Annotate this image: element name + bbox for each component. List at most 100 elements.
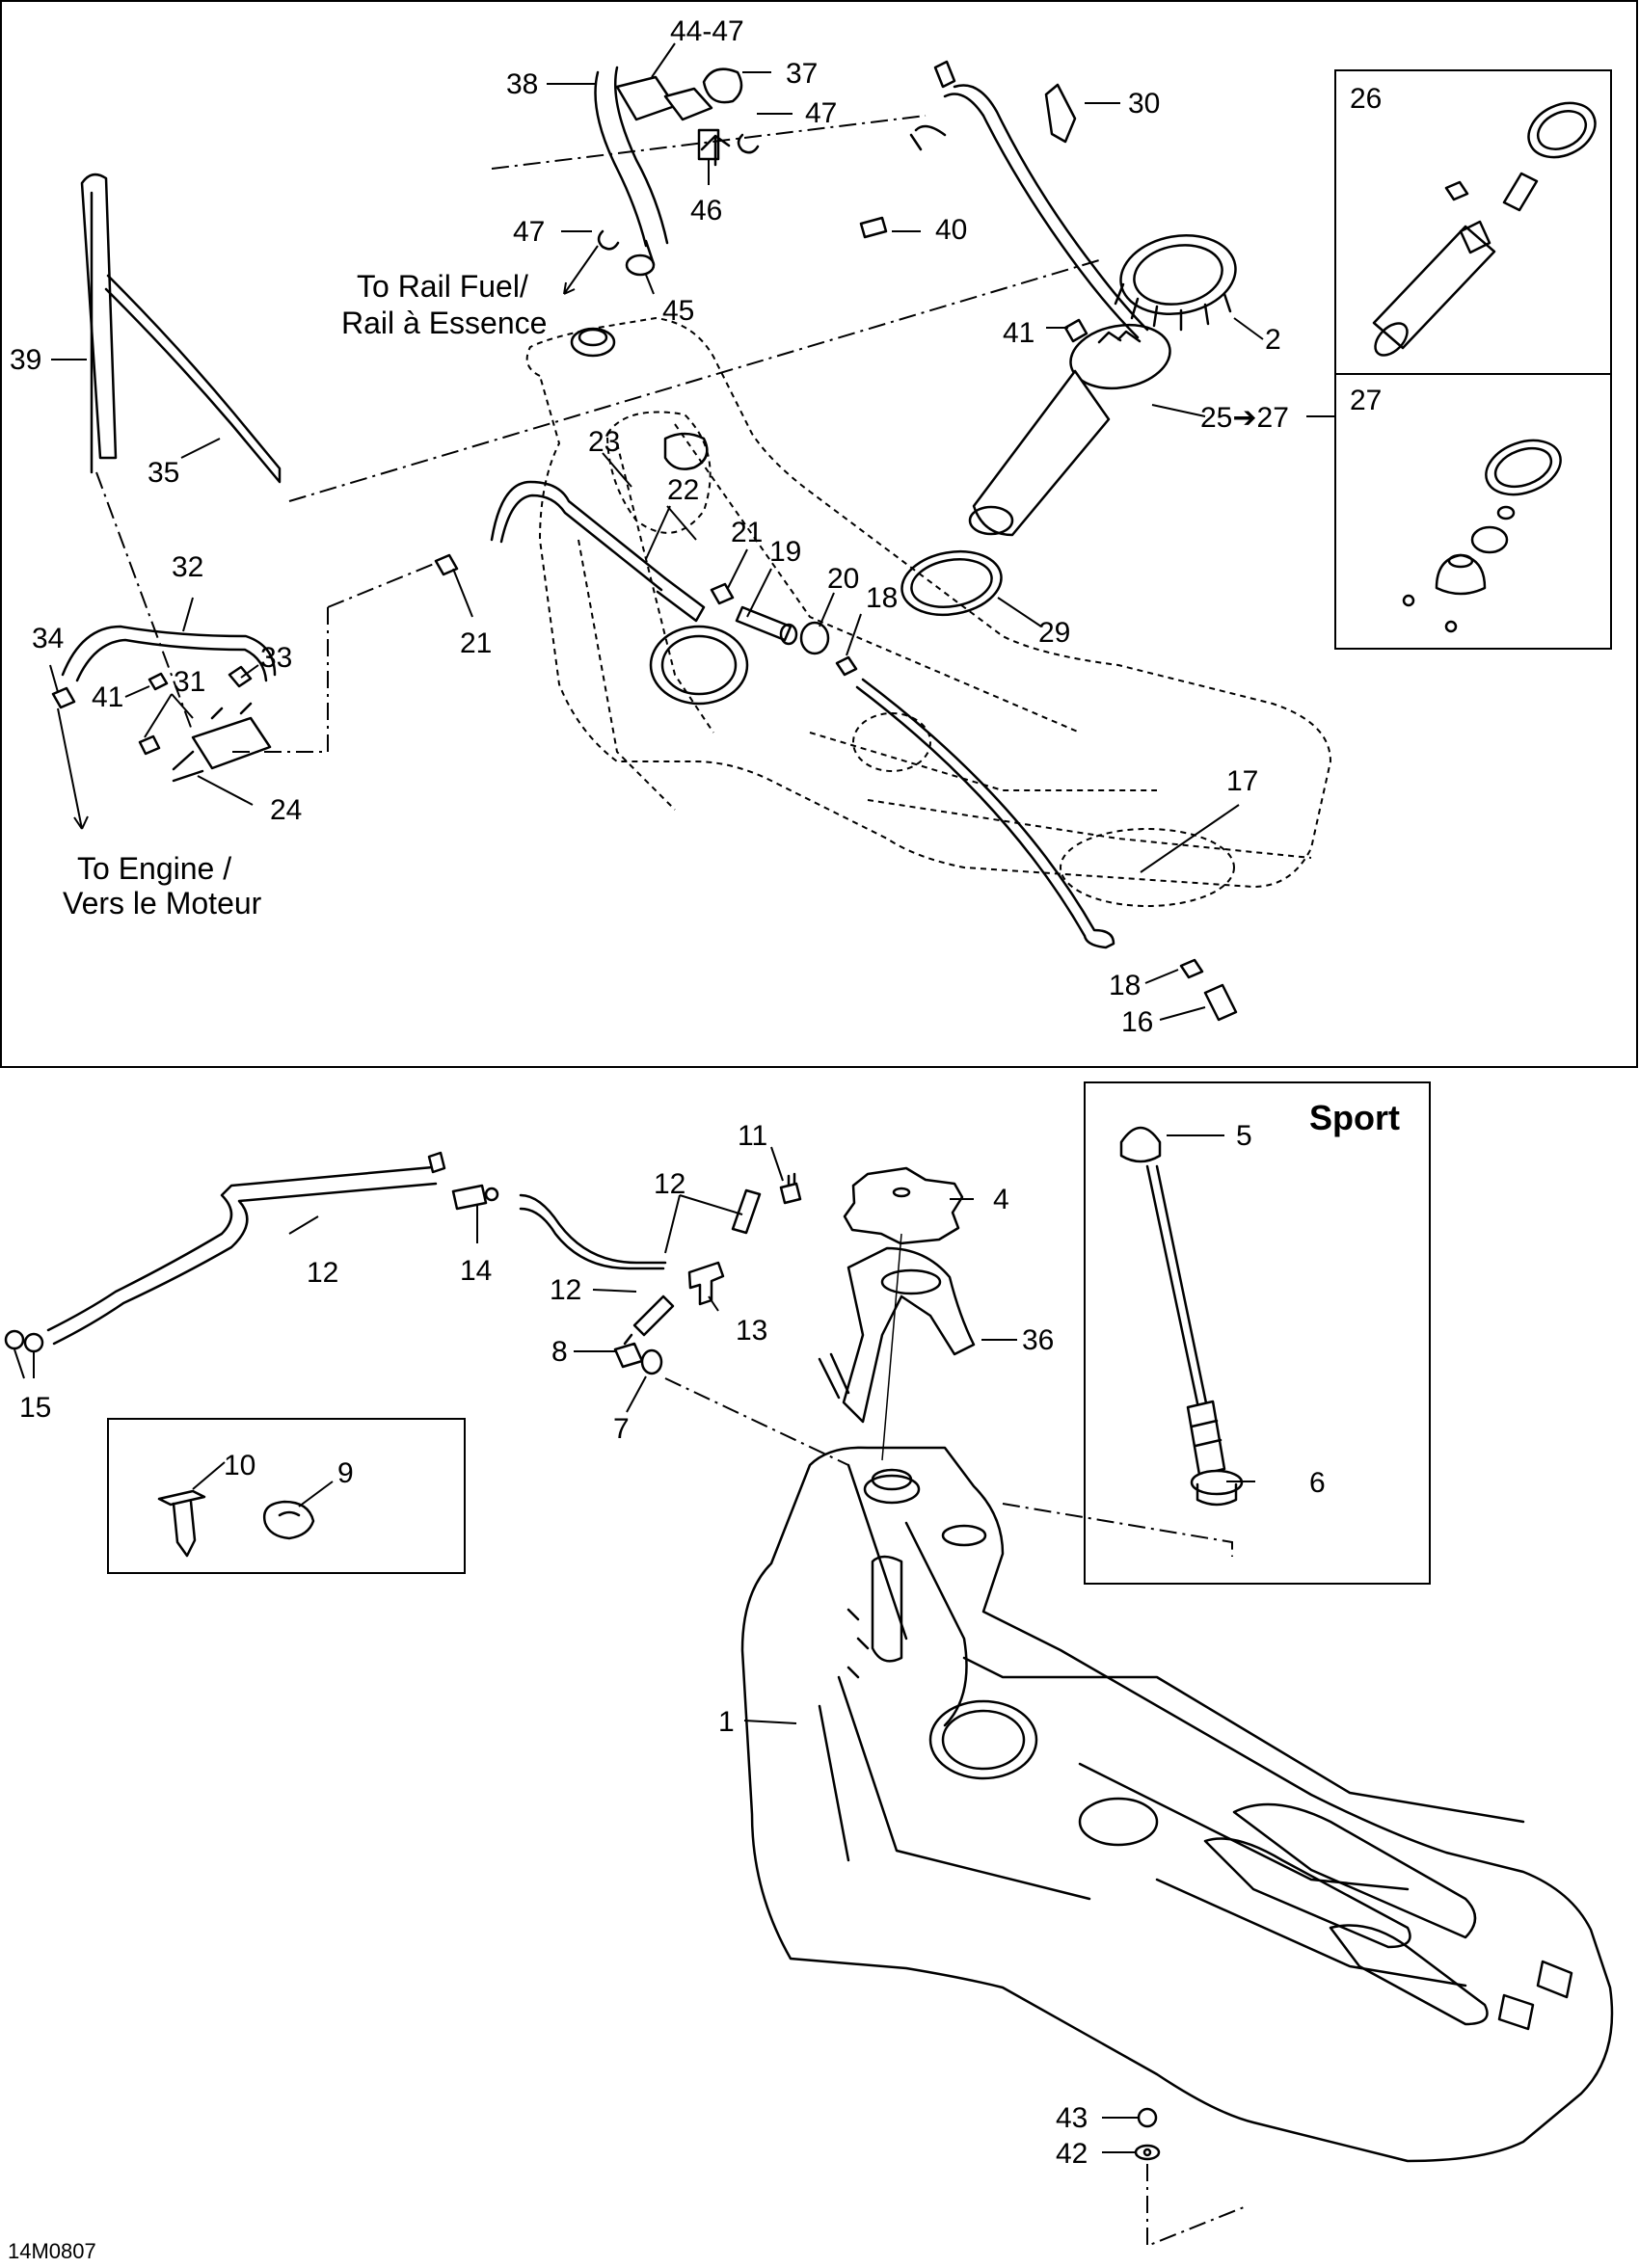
fastener-drop-line bbox=[1146, 2164, 1245, 2248]
part-36-bracket bbox=[818, 1246, 976, 1424]
callout-43: 43 bbox=[1056, 2102, 1088, 2134]
callout-14: 14 bbox=[460, 1255, 492, 1287]
callout-29: 29 bbox=[1038, 617, 1070, 649]
lower-connection-line bbox=[664, 1377, 849, 1466]
callout-15: 15 bbox=[19, 1392, 51, 1424]
callout-4: 4 bbox=[993, 1184, 1009, 1215]
callout-36: 36 bbox=[1022, 1324, 1054, 1356]
callout-12-left: 12 bbox=[307, 1257, 338, 1289]
callout-27: 27 bbox=[1350, 385, 1382, 416]
part-32-hose bbox=[61, 625, 277, 682]
part-22-hose bbox=[490, 480, 706, 623]
part-29-gasket bbox=[900, 549, 1003, 617]
callout-42: 42 bbox=[1056, 2138, 1088, 2170]
callout-8: 8 bbox=[551, 1336, 568, 1368]
callout-18-upper: 18 bbox=[866, 582, 898, 614]
callout-47-lower: 47 bbox=[513, 216, 545, 248]
figure-code: 14M0807 bbox=[8, 2239, 96, 2263]
part-33-clamp bbox=[228, 665, 253, 688]
part-47-clip-b bbox=[597, 229, 620, 251]
callout-7: 7 bbox=[613, 1413, 630, 1445]
callout-1: 1 bbox=[718, 1706, 735, 1738]
sport-inset-leader bbox=[1002, 1503, 1233, 1557]
lower-leader-lines bbox=[13, 1134, 1255, 2153]
callout-44-47: 44-47 bbox=[670, 15, 744, 47]
callout-41-upper: 41 bbox=[1003, 317, 1034, 349]
part-20-grommet bbox=[799, 621, 830, 655]
part-47-clip-a bbox=[737, 133, 760, 154]
callout-16: 16 bbox=[1121, 1006, 1153, 1038]
part-17-vent-tube bbox=[855, 678, 1115, 949]
part-31-fitting bbox=[138, 734, 161, 756]
callout-21-lower: 21 bbox=[460, 627, 492, 659]
upper-fuel-tank-outline bbox=[525, 316, 1332, 907]
arrow-to-engine bbox=[57, 707, 89, 830]
part-14-check-valve bbox=[451, 1184, 499, 1211]
caption-to-rail-line2: Rail à Essence bbox=[341, 306, 547, 340]
part-12-vent-hose-long bbox=[46, 1151, 446, 1346]
callout-21-upper: 21 bbox=[731, 517, 763, 548]
callout-37: 37 bbox=[786, 58, 818, 90]
part-16-check-valve bbox=[1203, 983, 1238, 1022]
part-23-gasket bbox=[663, 432, 709, 470]
callout-45: 45 bbox=[662, 295, 694, 327]
callout-12-top: 12 bbox=[654, 1168, 685, 1200]
sport-label: Sport bbox=[1309, 1098, 1400, 1137]
callout-26: 26 bbox=[1350, 83, 1382, 115]
part-12-hose-short-b bbox=[632, 1294, 675, 1337]
part-41-clip-b bbox=[148, 672, 169, 691]
callout-22: 22 bbox=[667, 474, 699, 506]
callout-2: 2 bbox=[1265, 324, 1281, 356]
callout-5: 5 bbox=[1236, 1120, 1252, 1152]
part-6-grommet bbox=[1190, 1469, 1244, 1507]
part-42-washer bbox=[1134, 2144, 1161, 2161]
part-10-push-rivet bbox=[157, 1489, 206, 1558]
part-rail-fuel-line bbox=[909, 60, 1149, 339]
upper-connection-lines bbox=[95, 115, 1100, 753]
part-18-clamp-b bbox=[1179, 958, 1204, 979]
part-43-nut bbox=[1137, 2107, 1158, 2128]
callout-39: 39 bbox=[10, 344, 41, 376]
callout-40: 40 bbox=[935, 214, 967, 246]
part-19-valve bbox=[735, 605, 798, 646]
callout-12-middle: 12 bbox=[550, 1274, 581, 1306]
callout-17: 17 bbox=[1226, 765, 1258, 797]
inset-box-26-27 bbox=[1334, 69, 1612, 650]
part-26-fuel-pump-assembly bbox=[1372, 101, 1597, 357]
callout-13: 13 bbox=[736, 1315, 767, 1347]
callout-25-27: 25➔27 bbox=[1200, 402, 1289, 434]
part-41-clip-a bbox=[1063, 318, 1088, 343]
part-2-lock-ring bbox=[1114, 234, 1237, 332]
callout-41-lower: 41 bbox=[92, 681, 123, 713]
part-8-elbow bbox=[613, 1333, 644, 1369]
callout-31: 31 bbox=[174, 666, 205, 698]
callout-35: 35 bbox=[148, 457, 179, 489]
callout-18-lower: 18 bbox=[1109, 970, 1141, 1001]
caption-to-engine-line2: Vers le Moteur bbox=[63, 886, 262, 921]
callout-23: 23 bbox=[588, 426, 620, 458]
part-45-connector bbox=[625, 239, 656, 277]
part-18-clamp-a bbox=[835, 655, 858, 677]
part-9-clip bbox=[262, 1500, 315, 1540]
part-12-hose-mid bbox=[519, 1193, 667, 1270]
arrow-to-rail bbox=[563, 245, 599, 295]
caption-to-rail-line1: To Rail Fuel/ bbox=[357, 269, 528, 304]
callout-32: 32 bbox=[172, 551, 203, 583]
callout-6: 6 bbox=[1309, 1467, 1326, 1499]
callout-19: 19 bbox=[769, 536, 801, 568]
part-12-hose-short-a bbox=[731, 1188, 762, 1235]
callout-10: 10 bbox=[224, 1450, 255, 1481]
callout-30: 30 bbox=[1128, 88, 1160, 120]
lower-fuel-tank bbox=[740, 1446, 1614, 2163]
upper-diagram-frame bbox=[0, 0, 1638, 1068]
part-11-valve bbox=[779, 1172, 802, 1205]
cap-to-tank-line bbox=[881, 1233, 902, 1461]
part-4-fuel-cap bbox=[843, 1166, 964, 1245]
part-30-clip bbox=[1044, 83, 1077, 144]
part-21-clamp-a bbox=[710, 582, 735, 605]
fastener-inset-frame bbox=[107, 1418, 466, 1574]
part-5-fuel-level-sensor bbox=[1119, 1126, 1226, 1477]
part-25-fuel-pump-module bbox=[968, 323, 1171, 537]
caption-to-engine-line1: To Engine / bbox=[77, 851, 231, 886]
